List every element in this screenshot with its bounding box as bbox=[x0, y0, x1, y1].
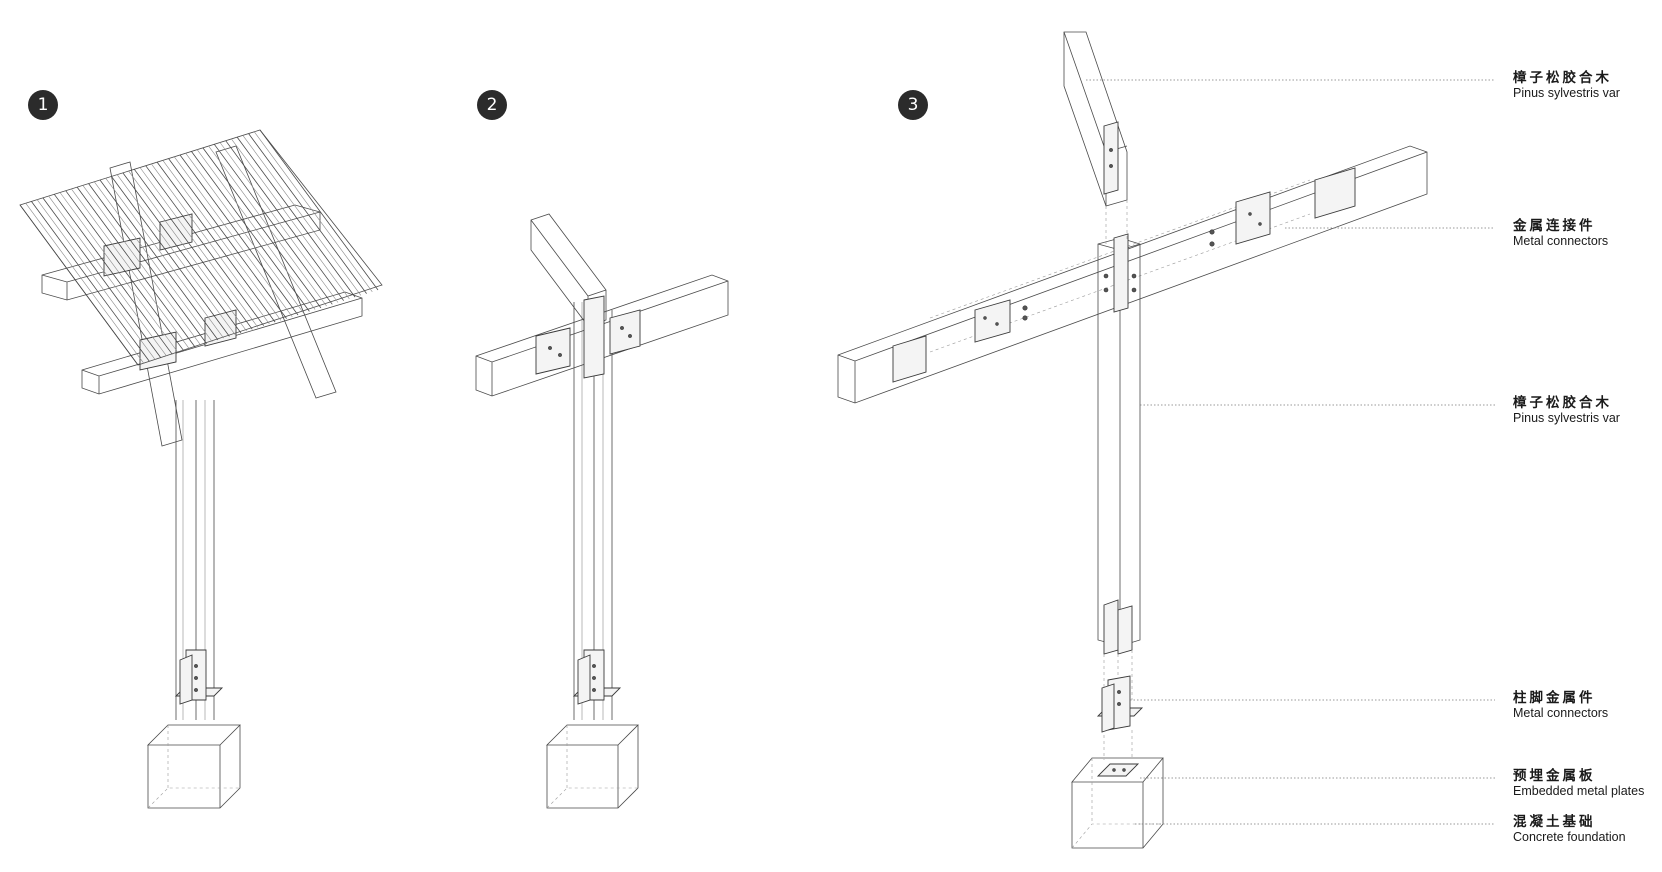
label-glulam-top-zh: 樟子松胶合木 bbox=[1513, 70, 1612, 86]
brackets-1 bbox=[103, 213, 237, 371]
label-column-base-connector: 柱脚金属件 Metal connectors bbox=[1513, 690, 1608, 720]
label-glulam-column-zh: 樟子松胶合木 bbox=[1513, 395, 1612, 411]
roof-rib bbox=[191, 151, 310, 312]
label-metal-connectors: 金属连接件 Metal connectors bbox=[1513, 218, 1608, 248]
roof-rib bbox=[242, 135, 362, 296]
base-connector-2 bbox=[572, 649, 622, 705]
roof-rib bbox=[82, 185, 202, 346]
label-metal-connectors-zh: 金属连接件 bbox=[1513, 218, 1596, 234]
roof-rib bbox=[42, 197, 162, 359]
roof-rib bbox=[174, 156, 293, 317]
leader-lines bbox=[1086, 79, 1495, 825]
roof-rib bbox=[128, 170, 247, 332]
roof-rib bbox=[116, 174, 236, 335]
step-badge-3: 3 bbox=[898, 90, 928, 120]
roof-rib bbox=[231, 138, 350, 300]
label-embedded-plate: 预埋金属板 Embedded metal plates bbox=[1513, 768, 1644, 798]
label-column-base-connector-zh: 柱脚金属件 bbox=[1513, 690, 1596, 706]
assembly-1 bbox=[19, 129, 383, 809]
label-concrete-foundation-zh: 混凝土基础 bbox=[1513, 814, 1596, 830]
roof-rib bbox=[145, 165, 265, 326]
roof-rib bbox=[94, 181, 213, 342]
roof-rib bbox=[19, 204, 139, 366]
step-badge-1: 1 bbox=[28, 90, 58, 120]
label-embedded-plate-en: Embedded metal plates bbox=[1513, 784, 1645, 798]
joint-brackets-2 bbox=[535, 295, 641, 379]
foundation-1 bbox=[147, 724, 241, 809]
roof-rib bbox=[133, 169, 253, 330]
label-glulam-top: 樟子松胶合木 Pinus sylvestris var bbox=[1513, 70, 1620, 100]
roof-rib bbox=[99, 179, 219, 341]
base-connector-1 bbox=[174, 649, 224, 705]
foundation-2 bbox=[546, 724, 639, 809]
roof-rib bbox=[88, 183, 207, 344]
roof-rib bbox=[196, 149, 316, 310]
roof-rib bbox=[236, 136, 356, 298]
roof-rib bbox=[25, 203, 144, 364]
label-concrete-foundation: 混凝土基础 Concrete foundation bbox=[1513, 814, 1626, 844]
roof-rib bbox=[59, 192, 179, 353]
label-glulam-top-en: Pinus sylvestris var bbox=[1513, 86, 1620, 100]
label-glulam-column-en: Pinus sylvestris var bbox=[1513, 411, 1620, 425]
roof-rib bbox=[179, 154, 299, 316]
label-glulam-column: 樟子松胶合木 Pinus sylvestris var bbox=[1513, 395, 1620, 425]
top-post-3 bbox=[1063, 31, 1128, 207]
base-connector-3 bbox=[1096, 675, 1144, 733]
label-metal-connectors-en: Metal connectors bbox=[1513, 234, 1609, 248]
roof-rib bbox=[76, 186, 196, 348]
roof-rib bbox=[225, 140, 345, 301]
roof-rib bbox=[122, 172, 242, 334]
roof-rib bbox=[259, 129, 379, 291]
roof-rib bbox=[168, 158, 287, 319]
roof-rib bbox=[208, 145, 327, 307]
roof-rib bbox=[248, 133, 367, 294]
roof-rib bbox=[156, 161, 276, 323]
roof-rib bbox=[111, 176, 230, 337]
roof-rib bbox=[139, 167, 259, 328]
roof-rib bbox=[105, 178, 224, 339]
roof-rib bbox=[53, 194, 173, 355]
roof-rib bbox=[65, 190, 185, 351]
assembly-3 bbox=[837, 31, 1495, 849]
roof-rib bbox=[48, 195, 167, 357]
column-3 bbox=[1097, 233, 1141, 655]
roof-rib bbox=[213, 144, 333, 305]
roof-rib bbox=[162, 160, 282, 321]
step-badge-2: 2 bbox=[477, 90, 507, 120]
roof-rib bbox=[36, 199, 156, 360]
corrugated-roof bbox=[19, 129, 383, 366]
label-embedded-plate-zh: 预埋金属板 bbox=[1513, 768, 1596, 784]
beam-2 bbox=[475, 274, 729, 397]
beam-connectors-3 bbox=[892, 167, 1356, 383]
roof-rib bbox=[71, 188, 190, 350]
label-column-base-connector-en: Metal connectors bbox=[1513, 706, 1609, 720]
assembly-2 bbox=[475, 213, 729, 809]
roof-rib bbox=[202, 147, 322, 309]
foundation-3 bbox=[1071, 757, 1164, 849]
beams-1 bbox=[41, 145, 363, 447]
roof-rib bbox=[219, 142, 339, 303]
roof-rib bbox=[185, 153, 304, 314]
roof-rib bbox=[254, 131, 373, 292]
roof-rib bbox=[31, 201, 150, 362]
roof-rib bbox=[151, 163, 270, 325]
label-concrete-foundation-en: Concrete foundation bbox=[1513, 830, 1626, 844]
